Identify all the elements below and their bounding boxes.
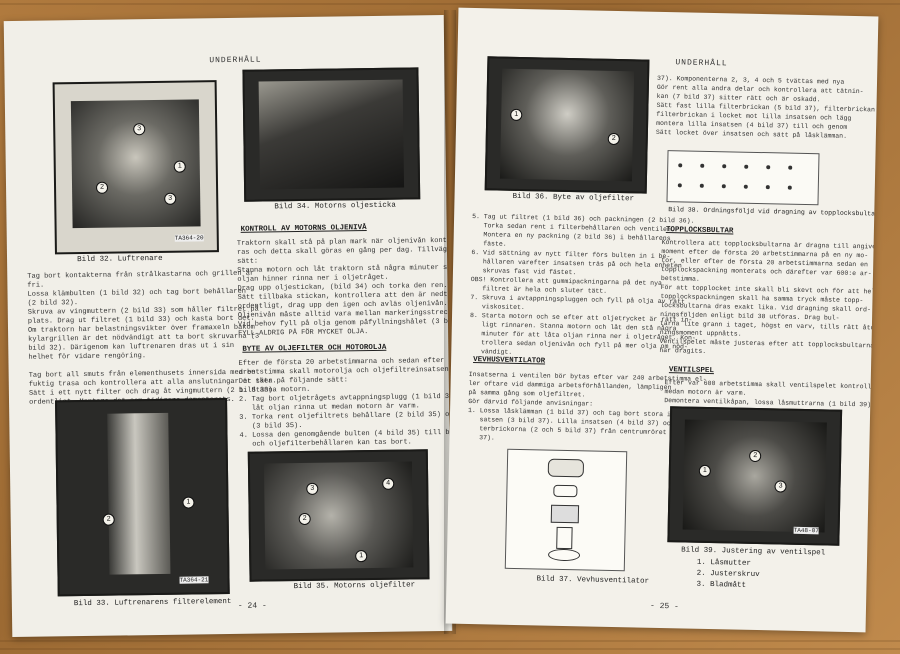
diagram-crankcase-vent: [504, 448, 628, 572]
left-page: UNDERHÅLL 3 1 2 3 TA364-20 Bild 32. Luft…: [3, 14, 453, 638]
fig-code-33: TA364-21: [179, 576, 209, 584]
left-page-header: UNDERHÅLL: [209, 55, 262, 66]
right-page-number: - 25 -: [649, 601, 679, 612]
fig34-caption: Bild 34. Motorns oljesticka: [274, 201, 396, 212]
text-valve-clearance: Efter var 600 arbetstimma skall ventilsp…: [664, 379, 879, 409]
section-oil-change: BYTE AV OLJEFILTER OCH MOTOROLJA: [242, 343, 387, 354]
diagram-bolt-order: [666, 150, 820, 206]
text-top-right: 37). Komponenterna 2, 3, 4 och 5 tvättas…: [655, 74, 875, 140]
callout-3b: 3: [164, 192, 177, 205]
callout-1: 1: [173, 160, 186, 173]
text-oil-check: Traktorn skall stå på plan mark när olje…: [236, 236, 453, 338]
text-head-bolts: Kontrollera att topplocksbultarna är dra…: [659, 238, 879, 355]
section-crankcase-vent: VEVHUSVENTILATOR: [473, 356, 546, 366]
callout-4: 4: [382, 477, 395, 490]
callout-3: 3: [133, 123, 146, 136]
fig-code-32: TA364-20: [174, 234, 204, 242]
right-page: UNDERHÅLL 1 2 Bild 36. Byte av oljefilte…: [445, 7, 879, 633]
callout-2: 2: [102, 513, 115, 526]
photo-oil-filter-change: 1 2: [484, 56, 650, 194]
fig37-caption: Bild 37. Vevhusventilator: [536, 575, 650, 586]
fig32-caption: Bild 32. Luftrenare: [77, 254, 163, 265]
text-oil-change: Efter de första 20 arbetstimmarna och se…: [238, 356, 452, 449]
photo-dipstick: [242, 67, 421, 202]
photo-filter-element: 2 1 TA364-21: [55, 398, 230, 597]
fig35-caption: Bild 35. Motorns oljefilter: [293, 581, 416, 592]
fig38-caption: Bild 38. Ordningsföljd vid dragning av t…: [668, 206, 879, 218]
photo-oil-filter: 3 2 4 1: [247, 449, 430, 582]
photo-valve-adjust: 1 2 3 TA48-07: [667, 406, 843, 546]
legend-item-1: 1. Låsmutter: [696, 558, 752, 568]
section-oil-check: KONTROLL AV MOTORNS OLJENIVÅ: [240, 224, 367, 234]
legend-item-3: 3. Bladmått: [696, 580, 747, 590]
callout-1: 1: [182, 496, 195, 509]
callout-1: 1: [355, 550, 368, 563]
section-valve-clearance: VENTILSPEL: [668, 366, 715, 376]
fig33-caption: Bild 33. Luftrenarens filterelement: [73, 597, 232, 609]
right-page-header: UNDERHÅLL: [675, 58, 728, 69]
fig-code-39: TA48-07: [793, 526, 819, 535]
photo-air-cleaner: 3 1 2 3 TA364-20: [52, 80, 219, 255]
left-page-number: - 24 -: [237, 601, 267, 611]
fig36-caption: Bild 36. Byte av oljefilter: [512, 192, 635, 204]
legend-item-2: 2. Justerskruv: [696, 569, 760, 580]
fig39-caption: Bild 39. Justering av ventilspel: [681, 546, 826, 558]
section-head-bolts: TOPPLOCKSBULTAR: [665, 226, 734, 236]
